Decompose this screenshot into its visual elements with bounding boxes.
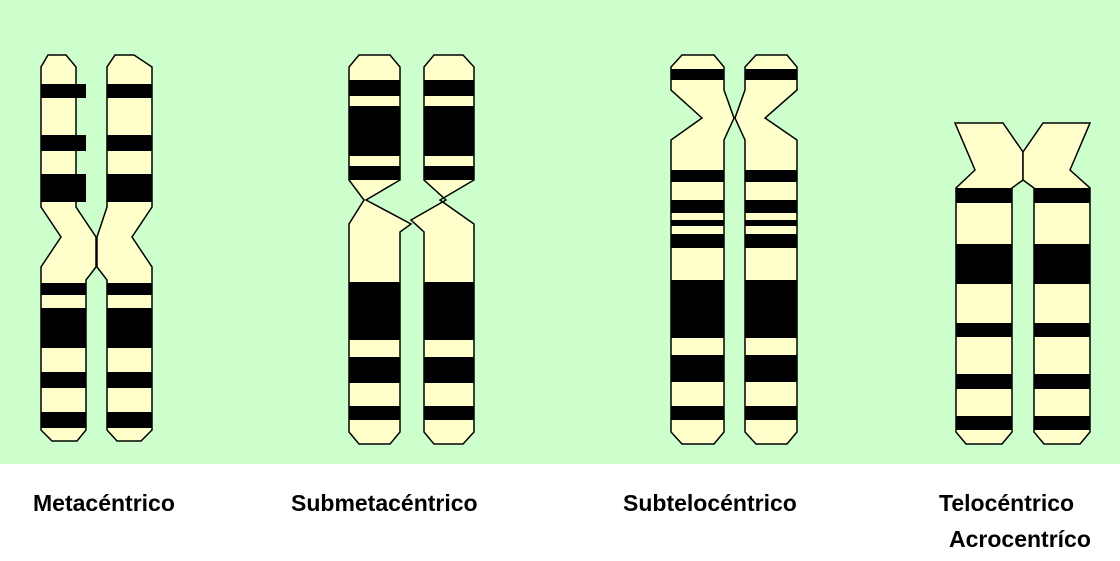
band bbox=[41, 135, 86, 151]
label-submetacentric: Submetacéntrico bbox=[291, 492, 478, 515]
band bbox=[107, 174, 152, 202]
band bbox=[349, 357, 400, 383]
band bbox=[41, 84, 86, 98]
chromosome-diagram bbox=[0, 0, 1120, 464]
band bbox=[956, 188, 1012, 203]
diagram-background bbox=[0, 0, 1120, 464]
band bbox=[671, 280, 724, 338]
band bbox=[671, 220, 724, 226]
band bbox=[745, 69, 797, 80]
band bbox=[956, 416, 1012, 430]
band bbox=[745, 170, 797, 182]
label-metacentric: Metacéntrico bbox=[33, 492, 175, 515]
band bbox=[745, 200, 797, 213]
band bbox=[107, 283, 152, 295]
band bbox=[424, 80, 474, 96]
band bbox=[956, 323, 1012, 337]
band bbox=[671, 355, 724, 382]
band bbox=[1034, 188, 1090, 203]
band bbox=[41, 174, 86, 202]
band bbox=[671, 69, 724, 80]
band bbox=[1034, 416, 1090, 430]
band bbox=[424, 282, 474, 340]
band bbox=[956, 374, 1012, 389]
band bbox=[671, 200, 724, 213]
label-acrocentric: Acrocentríco bbox=[949, 528, 1091, 551]
band bbox=[107, 135, 152, 151]
band bbox=[349, 80, 400, 96]
band bbox=[671, 234, 724, 248]
band bbox=[41, 308, 86, 348]
band bbox=[41, 412, 86, 428]
band bbox=[349, 282, 400, 340]
band bbox=[107, 372, 152, 388]
band bbox=[41, 372, 86, 388]
band bbox=[424, 357, 474, 383]
band bbox=[107, 84, 152, 98]
band bbox=[745, 406, 797, 420]
label-telocentric: Telocéntrico bbox=[939, 492, 1074, 515]
band bbox=[107, 412, 152, 428]
band bbox=[349, 166, 400, 180]
band bbox=[956, 244, 1012, 284]
label-subtelocentric: Subtelocéntrico bbox=[623, 492, 797, 515]
band bbox=[745, 355, 797, 382]
band bbox=[745, 234, 797, 248]
band bbox=[745, 280, 797, 338]
band bbox=[349, 106, 400, 156]
band bbox=[1034, 374, 1090, 389]
band bbox=[424, 106, 474, 156]
band bbox=[424, 166, 474, 180]
band bbox=[671, 406, 724, 420]
band bbox=[745, 220, 797, 226]
band bbox=[1034, 323, 1090, 337]
band bbox=[41, 283, 86, 295]
band bbox=[107, 308, 152, 348]
band bbox=[349, 406, 400, 420]
band bbox=[671, 170, 724, 182]
band bbox=[424, 406, 474, 420]
band bbox=[1034, 244, 1090, 284]
